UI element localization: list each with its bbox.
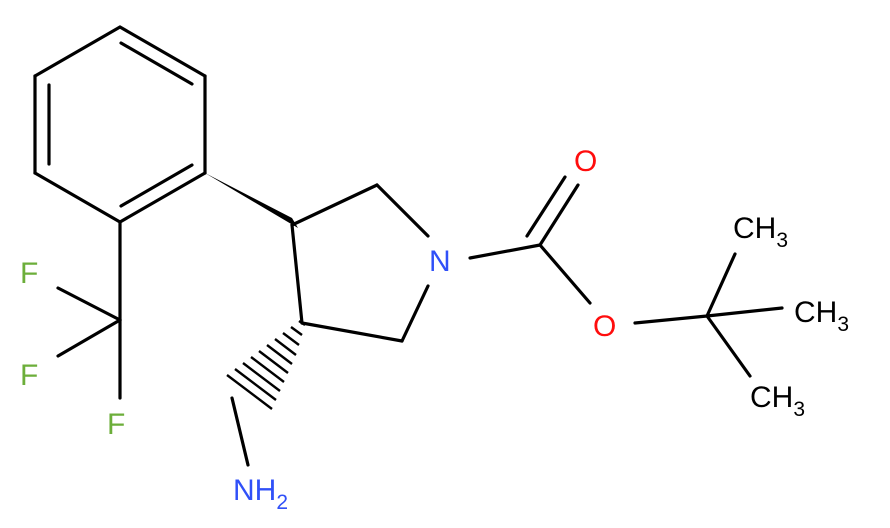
bond-benzene-1-inner (119, 41, 194, 86)
group-ch3-bottom: CH3 (750, 381, 805, 421)
bond-tbu-ch3-mid (705, 306, 784, 318)
bond-n-carbonyl (468, 243, 542, 260)
atom-fluorine-2: F (20, 359, 38, 392)
bond-benzene-3-inner (119, 163, 194, 208)
atom-carbonyl-oxygen: O (574, 145, 597, 178)
bond-ch2-nh2 (230, 396, 250, 467)
bond-o-tbu (633, 314, 709, 325)
atom-ring-nitrogen: N (429, 245, 451, 278)
atom-fluorine-1: F (20, 257, 38, 290)
wedge-bond-aryl (205, 173, 298, 228)
bond-c3-c2 (290, 183, 379, 227)
atom-ester-oxygen: O (593, 310, 616, 343)
bond-benzene-3 (118, 171, 207, 224)
bond-benzene-4 (33, 171, 122, 224)
bond-tbu-ch3-top (705, 252, 737, 318)
bond-c5-c4 (300, 321, 404, 343)
bond-c-o-ester (538, 243, 592, 305)
bond-benzene-1 (118, 25, 207, 78)
bond-c-f1 (56, 286, 122, 322)
bond-benzene-6 (33, 25, 122, 78)
group-ch3-top: CH3 (733, 212, 788, 252)
bond-co-double-1 (538, 183, 580, 247)
hashed-bond-aminomethyl (226, 320, 306, 410)
group-nh2: NH2 (233, 474, 288, 514)
bond-c4-c3 (290, 223, 304, 325)
bond-c-f2 (56, 318, 122, 358)
bond-c2-n (375, 183, 430, 238)
bond-tbu-ch3-bot (705, 314, 752, 378)
group-ch3-middle: CH3 (794, 296, 849, 336)
bond-co-double-2 (525, 175, 567, 238)
bond-n-c5 (400, 284, 430, 343)
atom-fluorine-3: F (107, 408, 125, 441)
